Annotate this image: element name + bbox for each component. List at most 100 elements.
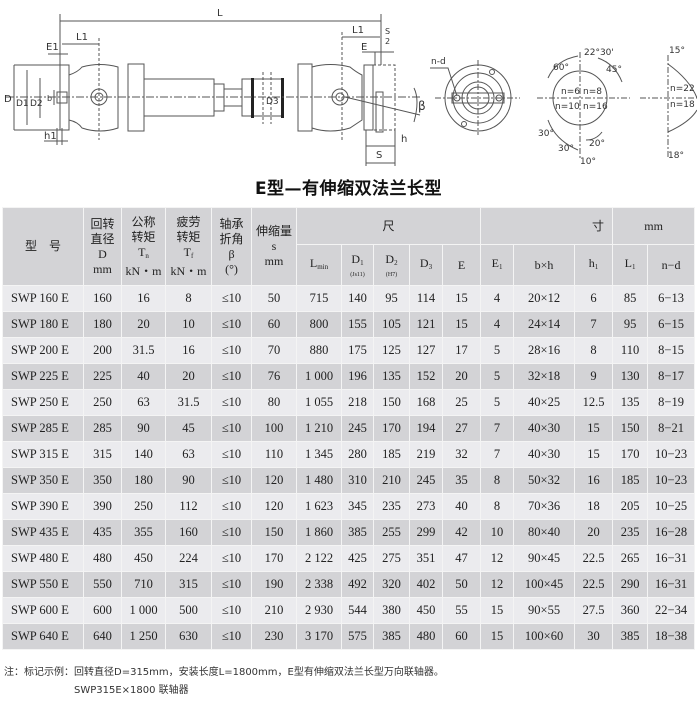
- cell-Lmin: 2 930: [296, 597, 342, 624]
- cell-nd: 16−28: [647, 519, 696, 546]
- cell-D1: 575: [341, 623, 374, 650]
- header-Tf-unit: kN・m: [170, 263, 207, 278]
- dim-D2: D2: [30, 99, 43, 109]
- cell-E: 35: [441, 467, 482, 494]
- header-group-cun: 寸: [480, 207, 614, 245]
- cell-h1: 27.5: [574, 597, 614, 624]
- cell-L1: 235: [612, 519, 649, 546]
- cell-Tn: 63: [121, 389, 166, 416]
- cell-s: 150: [251, 519, 297, 546]
- dim-D3: D3: [266, 97, 279, 107]
- cell-nd: 22−34: [647, 597, 696, 624]
- header-nd: n−d: [647, 244, 696, 286]
- cell-Lmin: 715: [296, 285, 342, 312]
- angle-10: 10°: [580, 157, 596, 167]
- cell-Tn: 140: [121, 441, 166, 468]
- angle-20: 20°: [589, 139, 605, 149]
- cell-nd: 8−15: [647, 337, 696, 364]
- cell-D1: 140: [341, 285, 374, 312]
- dim-D1: D1: [16, 99, 29, 109]
- cell-model: SWP 600 E: [2, 597, 84, 624]
- cell-Tf: 90: [165, 467, 212, 494]
- angle-18: 18°: [668, 151, 684, 161]
- header-D3: D3: [409, 244, 443, 286]
- cell-nd: 6−15: [647, 311, 696, 338]
- cell-model: SWP 180 E: [2, 311, 84, 338]
- cell-Tn: 355: [121, 519, 166, 546]
- cell-D: 390: [83, 493, 122, 520]
- cell-D3: 245: [409, 467, 443, 494]
- cell-bh: 40×25: [513, 389, 576, 416]
- dim-S-half-num: S: [385, 27, 390, 36]
- angle-30-b: 30°: [558, 144, 574, 154]
- cell-E: 32: [441, 441, 482, 468]
- dim-S-half-den: 2: [385, 37, 390, 46]
- dim-b: b: [47, 94, 52, 103]
- header-beta-line2: 折角: [219, 231, 244, 246]
- cell-E1: 4: [480, 285, 515, 312]
- cell-Tn: 1 250: [121, 623, 166, 650]
- cell-Lmin: 1 055: [296, 389, 342, 416]
- cell-E: 15: [441, 285, 482, 312]
- cell-s: 210: [251, 597, 297, 624]
- header-group-unit: mm: [612, 207, 696, 245]
- cell-h1: 30: [574, 623, 614, 650]
- cell-Lmin: 1 623: [296, 493, 342, 520]
- header-beta-symbol: β: [228, 246, 235, 261]
- cell-beta: ≤10: [211, 311, 252, 338]
- cell-D2: 170: [373, 415, 410, 442]
- angle-22-30: 22°30': [584, 48, 614, 58]
- cell-E1: 15: [480, 597, 515, 624]
- cell-D: 180: [83, 311, 122, 338]
- cell-Lmin: 800: [296, 311, 342, 338]
- cell-D: 550: [83, 571, 122, 598]
- cell-D3: 273: [409, 493, 443, 520]
- cell-Lmin: 1 345: [296, 441, 342, 468]
- header-D-line2: 直径: [90, 231, 115, 246]
- cell-D2: 125: [373, 337, 410, 364]
- cell-L1: 290: [612, 571, 649, 598]
- cell-Tf: 315: [165, 571, 212, 598]
- cell-bh: 40×30: [513, 441, 576, 468]
- header-beta-line1: 轴承: [219, 216, 244, 231]
- cell-model: SWP 350 E: [2, 467, 84, 494]
- dim-n-d: n-d: [431, 57, 446, 67]
- cell-E1: 4: [480, 311, 515, 338]
- header-E: E: [441, 244, 482, 286]
- cell-D2: 255: [373, 519, 410, 546]
- dim-h: h: [401, 134, 407, 145]
- cell-D1: 544: [341, 597, 374, 624]
- cell-Tf: 224: [165, 545, 212, 572]
- header-D-symbol: D: [98, 246, 107, 261]
- cell-beta: ≤10: [211, 389, 252, 416]
- header-Tn-line1: 公称: [131, 214, 156, 229]
- cell-s: 170: [251, 545, 297, 572]
- cell-L1: 205: [612, 493, 649, 520]
- header-L1: L1: [612, 244, 649, 286]
- cell-beta: ≤10: [211, 623, 252, 650]
- cell-L1: 385: [612, 623, 649, 650]
- cell-E: 55: [441, 597, 482, 624]
- header-bh: b×h: [513, 244, 576, 286]
- cell-E1: 7: [480, 415, 515, 442]
- cell-h1: 15: [574, 441, 614, 468]
- cell-Lmin: 1 210: [296, 415, 342, 442]
- cell-s: 230: [251, 623, 297, 650]
- cell-bh: 20×12: [513, 285, 576, 312]
- cell-D3: 152: [409, 363, 443, 390]
- angle-45: 45°: [606, 65, 622, 75]
- cell-Tn: 16: [121, 285, 166, 312]
- angle-15: 15°: [669, 46, 685, 56]
- cell-L1: 170: [612, 441, 649, 468]
- cell-D2: 135: [373, 363, 410, 390]
- cell-model: SWP 225 E: [2, 363, 84, 390]
- cell-E1: 5: [480, 337, 515, 364]
- cell-D: 640: [83, 623, 122, 650]
- cell-beta: ≤10: [211, 415, 252, 442]
